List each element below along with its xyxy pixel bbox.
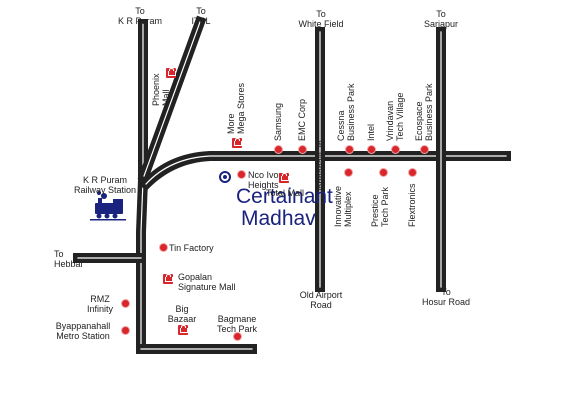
landmark-kr-puram-station: K R Puram Railway Station	[73, 175, 137, 195]
red-dot-icon	[233, 332, 241, 340]
landmark-phoenix-mall: Phoenix Mall	[151, 73, 171, 106]
landmark-emc-corp: EMC Corp	[297, 98, 307, 141]
project-location-marker	[219, 171, 231, 183]
shopping-bag-icon	[279, 173, 289, 183]
project-name-line1: Certainant	[236, 185, 333, 208]
landmark-ecospace-business-park: Ecospace Business Park	[414, 83, 434, 141]
direction-sarjapur: To Sarjapur	[423, 9, 459, 29]
landmark-vrindavan-tech-village: Vrindavan Tech Village	[385, 92, 405, 141]
landmark-prestige-tech-park: Prestice Tech Park	[370, 186, 390, 227]
shopping-bag-icon	[178, 325, 188, 335]
red-dot-icon	[121, 326, 129, 334]
red-dot-icon	[121, 299, 129, 307]
direction-old-airport-road: Old Airport Road	[299, 290, 343, 310]
red-dot-icon	[237, 170, 245, 178]
red-dot-icon	[345, 145, 353, 153]
shopping-bag-icon	[166, 68, 176, 78]
red-dot-icon	[379, 168, 387, 176]
landmark-big-bazaar: Big Bazaar	[167, 304, 197, 324]
red-dot-icon	[408, 168, 416, 176]
landmark-rmz-infinity: RMZ Infinity	[86, 294, 114, 314]
direction-white-field: To White Field	[298, 9, 344, 29]
project-name-line2: Madhav	[241, 207, 316, 230]
landmark-total-mall: Total Mall	[266, 188, 305, 198]
direction-itpl: To ITPL	[191, 6, 211, 26]
landmark-byappanahalli-metro: Byappanahall Metro Station	[55, 321, 111, 341]
red-dot-icon	[298, 145, 306, 153]
direction-hebbal: To Hebbal	[54, 249, 83, 269]
direction-hosur-road: To Hosur Road	[421, 287, 471, 307]
landmark-nco-ivory-heights: Nco Ivory Heights	[248, 170, 287, 190]
landmark-tin-factory: Tin Factory	[169, 243, 214, 253]
red-dot-icon	[391, 145, 399, 153]
red-dot-icon	[159, 243, 167, 251]
red-dot-icon	[274, 145, 282, 153]
shopping-bag-icon	[163, 274, 173, 284]
landmark-gopalan-signature-mall: Gopalan Signature Mall	[178, 272, 236, 292]
road-curve	[138, 151, 511, 192]
shopping-bag-icon	[232, 138, 242, 148]
landmark-samsung: Samsung	[273, 102, 283, 141]
red-dot-icon	[367, 145, 375, 153]
train-icon	[90, 191, 126, 221]
direction-kr-puram: To K R Puram	[117, 6, 163, 26]
landmark-bagmane-tech-park: Bagmane Tech Park	[216, 314, 258, 334]
landmark-innovative-multiplex: Innovative Multiplex	[333, 185, 353, 227]
landmark-intel: Intel	[366, 123, 376, 141]
landmark-more-mega-stores: More Mega Stores	[226, 82, 246, 134]
landmark-cessna-business-park: Cessna Business Park	[336, 83, 356, 141]
red-dot-icon	[344, 168, 352, 176]
red-dot-icon	[420, 145, 428, 153]
landmark-flextronics: Flextronics	[407, 183, 417, 227]
